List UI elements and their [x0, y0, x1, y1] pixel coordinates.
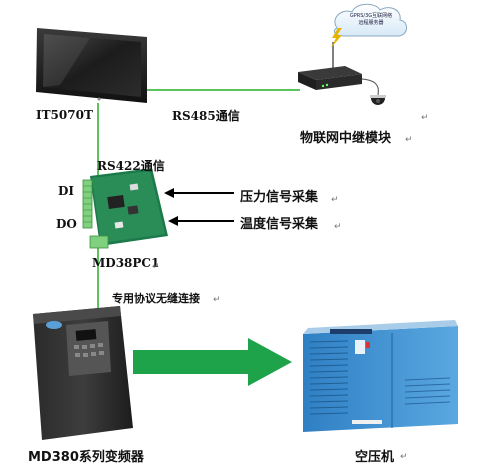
- protocol-label: 专用协议无缝连接: [112, 292, 200, 305]
- cloud-line-2: 远程服务器: [358, 20, 384, 26]
- compressor-label: 空压机: [355, 450, 395, 465]
- return-mark: ↵: [213, 295, 221, 305]
- inverter-device: [33, 306, 133, 440]
- antenna-icon: [331, 28, 342, 68]
- cloud-icon: [333, 3, 407, 37]
- compressor-device: [303, 320, 458, 432]
- flow-arrow: [133, 338, 292, 386]
- dome-camera-icon: [370, 95, 386, 105]
- return-mark: ↵: [421, 113, 429, 123]
- iot-module-device: [298, 66, 362, 90]
- card-label: MD38PC1: [92, 256, 160, 270]
- di-label: DI: [58, 184, 75, 198]
- hmi-panel: [36, 28, 147, 103]
- pressure-signal-label: 压力信号采集: [240, 190, 319, 205]
- return-mark: ↵: [152, 262, 160, 272]
- rs485-label: RS485通信: [172, 109, 240, 123]
- hmi-label: IT5070T: [36, 108, 93, 122]
- temperature-signal-label: 温度信号采集: [240, 217, 319, 232]
- camera-cable: [361, 78, 380, 96]
- return-mark: ↵: [334, 222, 342, 232]
- md38pc1-board: [82, 168, 168, 249]
- rs422-label: RS422通信: [97, 159, 165, 173]
- inverter-label: MD380系列变频器: [28, 450, 144, 465]
- signal-arrows: [164, 188, 234, 226]
- cloud-line-1: GPRS/3G互联网络: [349, 13, 393, 19]
- return-mark: ↵: [331, 195, 339, 205]
- iot-module-label: 物联网中继模块: [300, 131, 392, 146]
- return-mark: ↵: [400, 452, 408, 462]
- do-label: DO: [56, 217, 77, 231]
- cloud-text: GPRS/3G互联网络 远程服务器: [343, 13, 399, 27]
- return-mark: ↵: [405, 135, 413, 145]
- connection-lines: [97, 89, 300, 313]
